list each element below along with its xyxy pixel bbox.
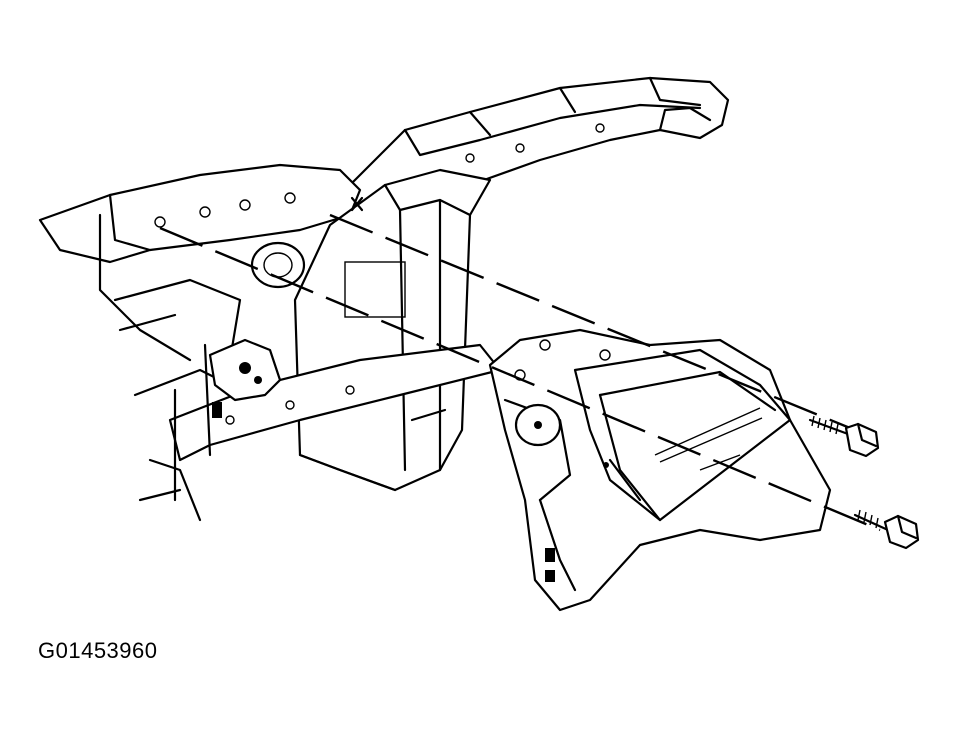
upper-mounting-bolt: [808, 415, 880, 458]
lower-cross-rail: [168, 343, 502, 502]
horn-component: [250, 241, 306, 289]
actuator-cluster: [208, 338, 282, 418]
pointer-mark: [350, 196, 364, 212]
control-module: [573, 348, 792, 522]
figure-id-label: G01453960: [38, 638, 158, 663]
lower-mounting-bolt: [853, 509, 920, 550]
alignment-lines: [159, 213, 881, 532]
